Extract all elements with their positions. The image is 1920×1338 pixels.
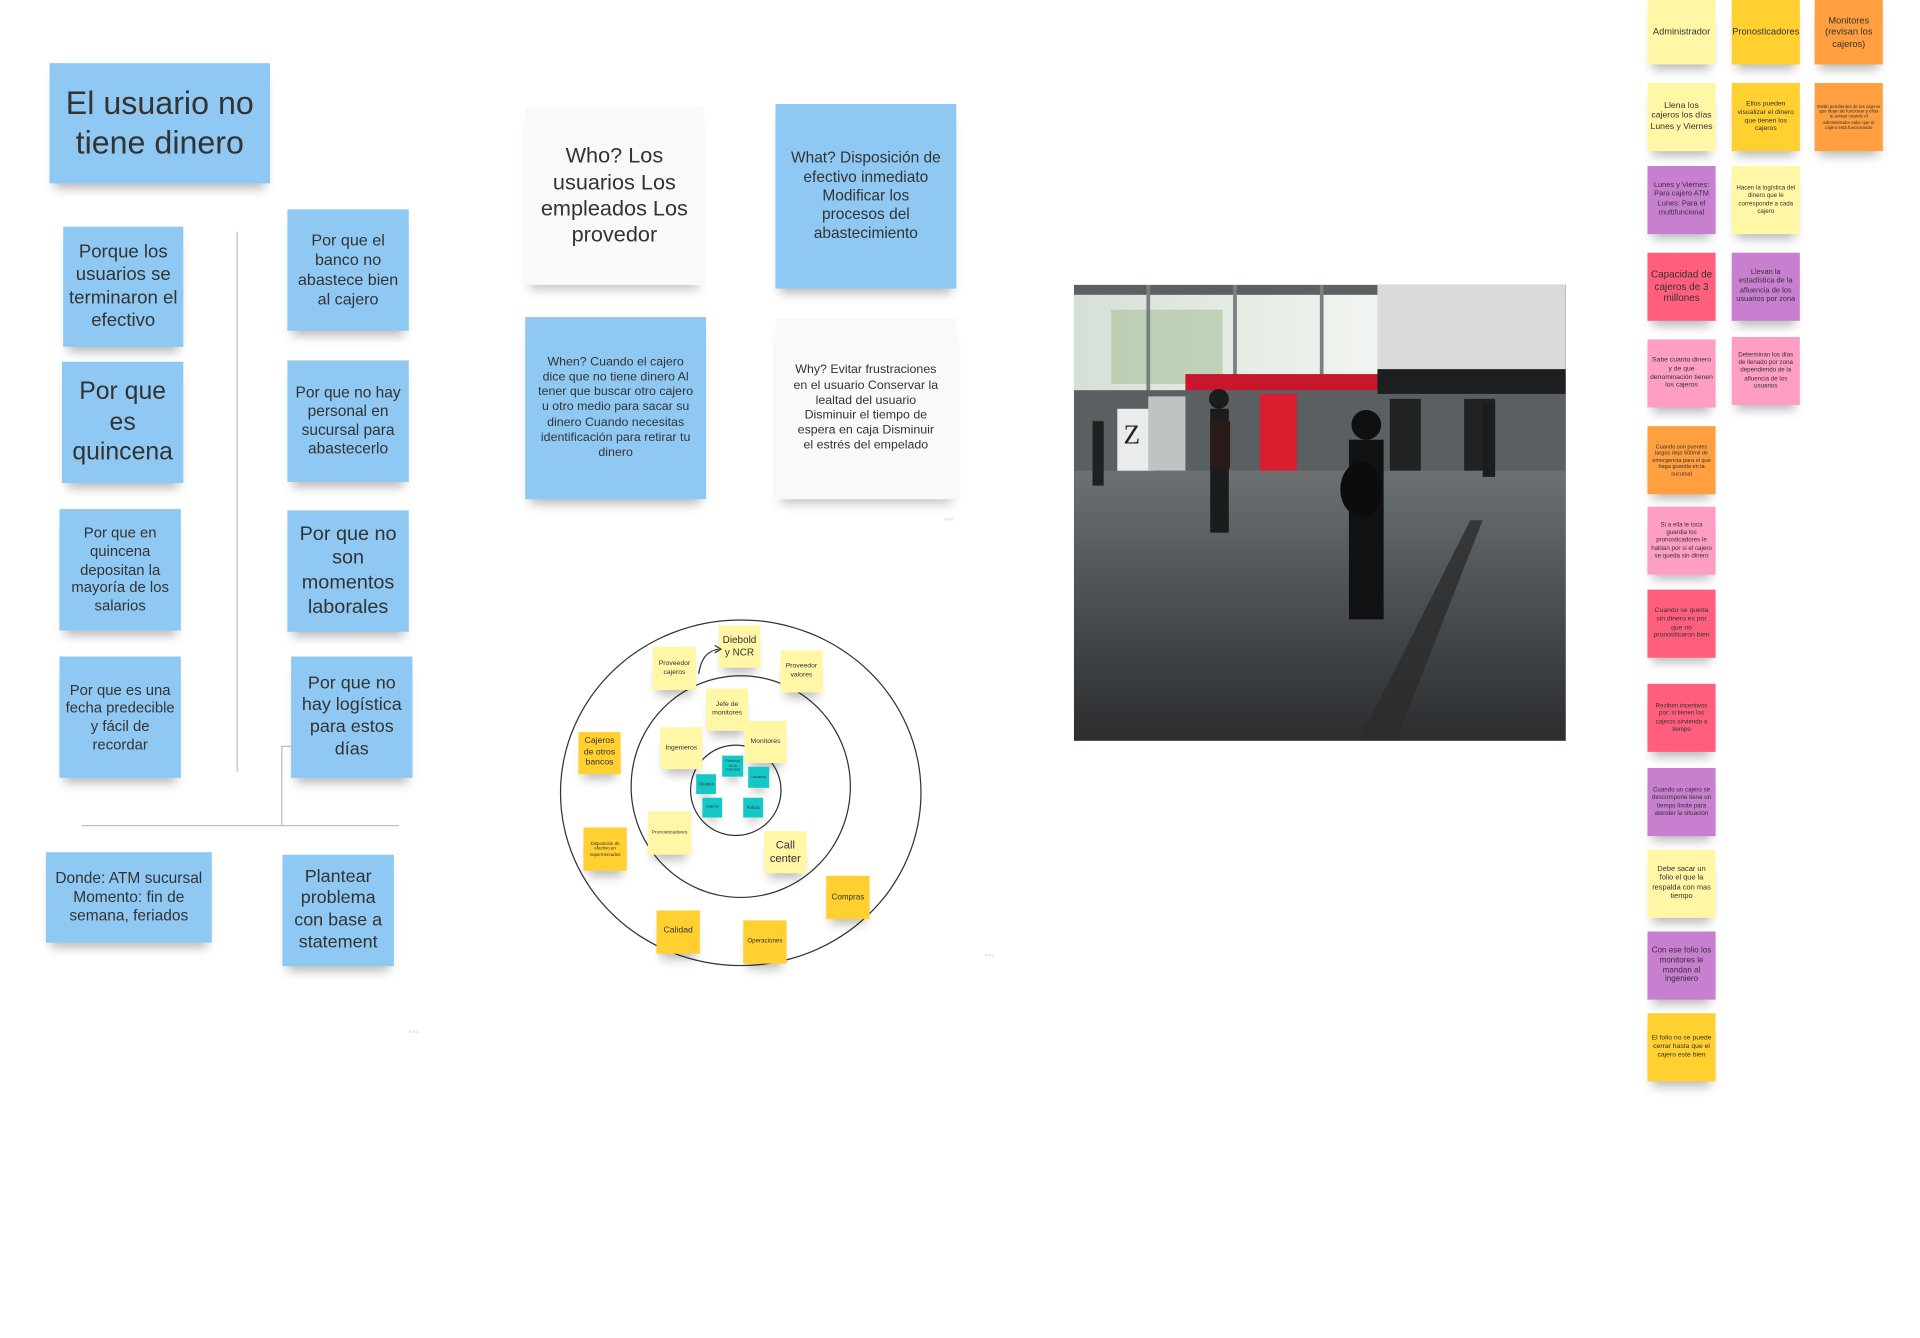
role-note-c1-12[interactable]: El folio no se puede cerrar hasta que el… (1647, 1013, 1716, 1082)
where-note[interactable]: Donde: ATM sucursal Momento: fin de sema… (45, 852, 212, 943)
stakeholder-proveedor-cajeros[interactable]: Proveedor cajeros (652, 646, 697, 690)
atm-lobby-photo-drawing: Z (1073, 284, 1566, 741)
why-note-left-1[interactable]: Porque los usuarios se terminaron el efe… (63, 226, 184, 347)
stakeholder-core-4[interactable]: Cajeros (702, 797, 723, 818)
stakeholder-proveedor-valores[interactable]: Proveedor valores (780, 650, 823, 693)
stakeholder-ring-outer[interactable] (559, 619, 922, 967)
role-note-c1-6[interactable]: Si a ella le toca guardia los pronostica… (1647, 506, 1716, 575)
who-note[interactable]: Who? Los usuarios Los empleados Los prov… (525, 106, 704, 285)
role-note-c2-2[interactable]: Hacen la logística del dinero que le cor… (1731, 165, 1800, 235)
photo-banner-letter: Z (1124, 419, 1141, 449)
stakeholder-call-center[interactable]: Call center (764, 831, 807, 874)
role-note-c1-10[interactable]: Debe sacar un folio el que la respalda c… (1647, 849, 1716, 918)
when-note[interactable]: When? Cuando el cajero dice que no tiene… (525, 317, 707, 500)
stakeholder-diebold[interactable]: Diebold y NCR (718, 625, 761, 668)
connector-horizontal (281, 745, 293, 747)
stakeholder-core-3[interactable]: Usuarios (748, 766, 770, 788)
stakeholder-ingenieros[interactable]: Ingenieros (660, 727, 703, 770)
why-note-right-4[interactable]: Por que no hay logística para estos días (291, 656, 413, 778)
why-note-left-2[interactable]: Por que es quincena (61, 361, 184, 484)
role-note-c3-1[interactable]: Están pendientes de los cajeros que deja… (1814, 82, 1883, 152)
role-note-c2-1[interactable]: Ellos pueden visualizar el dinero que ti… (1731, 82, 1800, 152)
role-note-c1-1[interactable]: Llena los cajeros los días Lunes y Viern… (1647, 82, 1716, 152)
role-note-c1-9[interactable]: Cuando un cajero se descompone tiene un … (1647, 767, 1716, 837)
divider-vertical (236, 231, 238, 772)
stakeholder-ring-middle[interactable] (630, 675, 851, 899)
stakeholder-calidad[interactable]: Calidad (656, 910, 700, 954)
stakeholder-disposicion[interactable]: Disposición de efectivo en supermercados (583, 827, 627, 871)
stakeholder-core-2[interactable]: Clientes (696, 774, 716, 795)
why-note-left-3[interactable]: Por que en quincena depositan la mayoría… (59, 509, 181, 631)
stakeholder-arrow (698, 644, 723, 674)
problem-note[interactable]: El usuario no tiene dinero (49, 63, 271, 184)
why-note[interactable]: Why? Evitar frustraciones en el usuario … (775, 318, 957, 500)
role-note-c1-8[interactable]: Reciben incentivos por: si tienen los ca… (1647, 683, 1716, 752)
why-note-right-2[interactable]: Por que no hay personal en sucursal para… (287, 360, 409, 482)
connector-vertical (281, 745, 283, 825)
why-note-left-4[interactable]: Por que es una fecha predecible y fácil … (59, 656, 181, 778)
role-note-c1-11[interactable]: Con ese folio los monitores le mandan al… (1647, 931, 1716, 1000)
stakeholder-core-1[interactable]: Personal de la sucursal (722, 755, 744, 777)
why-note-right-3[interactable]: Por que no son momentos laborales (287, 510, 409, 632)
role-header-administrador[interactable]: Administrador (1647, 0, 1716, 65)
role-note-c1-5[interactable]: Cuando son puentes largos deja 500mil de… (1647, 426, 1716, 495)
miro-watermark-2: miro (943, 515, 954, 522)
stakeholder-jefe-monitores[interactable]: Jefe de monitores (706, 688, 749, 731)
role-note-c2-3[interactable]: Llevan la estadística de la afluencia de… (1731, 252, 1800, 321)
stakeholder-ring-inner[interactable] (689, 744, 782, 837)
role-header-pronosticadores[interactable]: Pronosticadores (1731, 0, 1800, 65)
role-note-c1-7[interactable]: Cuando se queda sin dinero es por que no… (1647, 589, 1716, 658)
miro-watermark-3: miro (984, 951, 995, 958)
statement-note[interactable]: Plantear problema con base a statement (282, 854, 394, 967)
role-note-c1-2[interactable]: Lunes y Viernes: Para cajero ATM Lunes: … (1647, 165, 1716, 235)
why-note-right-1[interactable]: Por que el banco no abastece bien al caj… (287, 209, 409, 331)
stakeholder-monitores[interactable]: Monitores (744, 720, 787, 764)
role-header-monitores[interactable]: Monitores (revisan los cajeros) (1814, 0, 1883, 65)
role-note-c1-4[interactable]: Sabe cuanto dinero y de que denominación… (1647, 339, 1716, 408)
role-note-c1-3[interactable]: Capacidad de cajeros de 3 millones (1647, 252, 1716, 321)
miro-watermark: miro (408, 1028, 419, 1035)
what-note[interactable]: What? Disposición de efectivo inmediato … (775, 104, 957, 289)
stakeholder-operaciones[interactable]: Operaciones (743, 920, 787, 964)
stakeholder-cajeros-otros[interactable]: Cajeros de otros bancos (578, 732, 621, 775)
role-note-c2-4[interactable]: Determinan los días de llenado por zona … (1731, 336, 1800, 406)
stakeholder-core-5[interactable]: Policía (743, 797, 764, 818)
stakeholder-compras[interactable]: Compras (826, 875, 870, 920)
stakeholder-pronosticadores[interactable]: Pronosticadores (647, 811, 692, 855)
atm-lobby-photo[interactable]: Z (1073, 284, 1566, 741)
divider-horizontal (81, 824, 399, 827)
